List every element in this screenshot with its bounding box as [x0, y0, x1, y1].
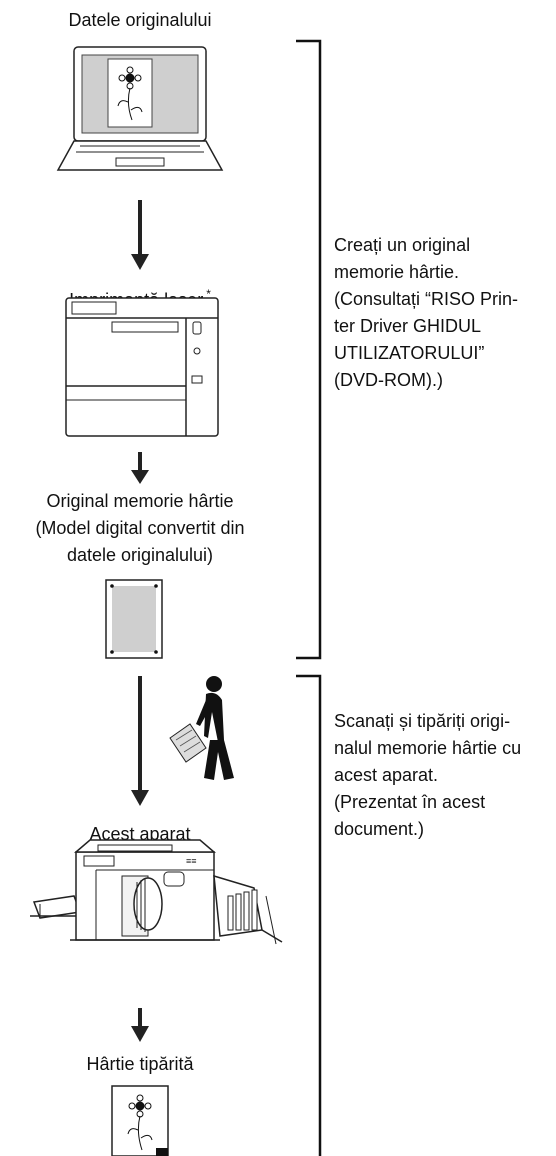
label-paper-master: Original memorie hârtie (Model digital c…	[35, 491, 245, 565]
footnote-mark: *	[206, 287, 211, 301]
label-this-machine: Acest aparat	[89, 824, 191, 844]
arrow-down-icon	[131, 452, 149, 484]
label-original-data: Datele originalului	[68, 10, 212, 30]
printer-machine-icon: ≡≡	[30, 839, 283, 945]
arrow-down-icon	[131, 676, 149, 806]
bracket-note-create: Creați un original memorie hârtie. (Cons…	[334, 235, 519, 390]
bracket-note-scan: Scanați și tipăriți origi- nalul memorie…	[334, 711, 522, 839]
arrow-down-icon	[131, 1008, 149, 1042]
arrow-down-icon	[131, 200, 149, 270]
svg-text:≡≡: ≡≡	[186, 856, 197, 866]
laptop-icon	[56, 46, 224, 171]
person-carrying-paper-icon	[169, 676, 234, 780]
bracket-scan	[296, 674, 322, 1156]
label-printed-paper: Hârtie tipărită	[86, 1054, 194, 1074]
paper-master-icon	[105, 579, 163, 659]
laser-printer-icon	[65, 297, 219, 437]
printed-sheet-icon	[111, 1085, 169, 1156]
bracket-create	[296, 39, 322, 660]
